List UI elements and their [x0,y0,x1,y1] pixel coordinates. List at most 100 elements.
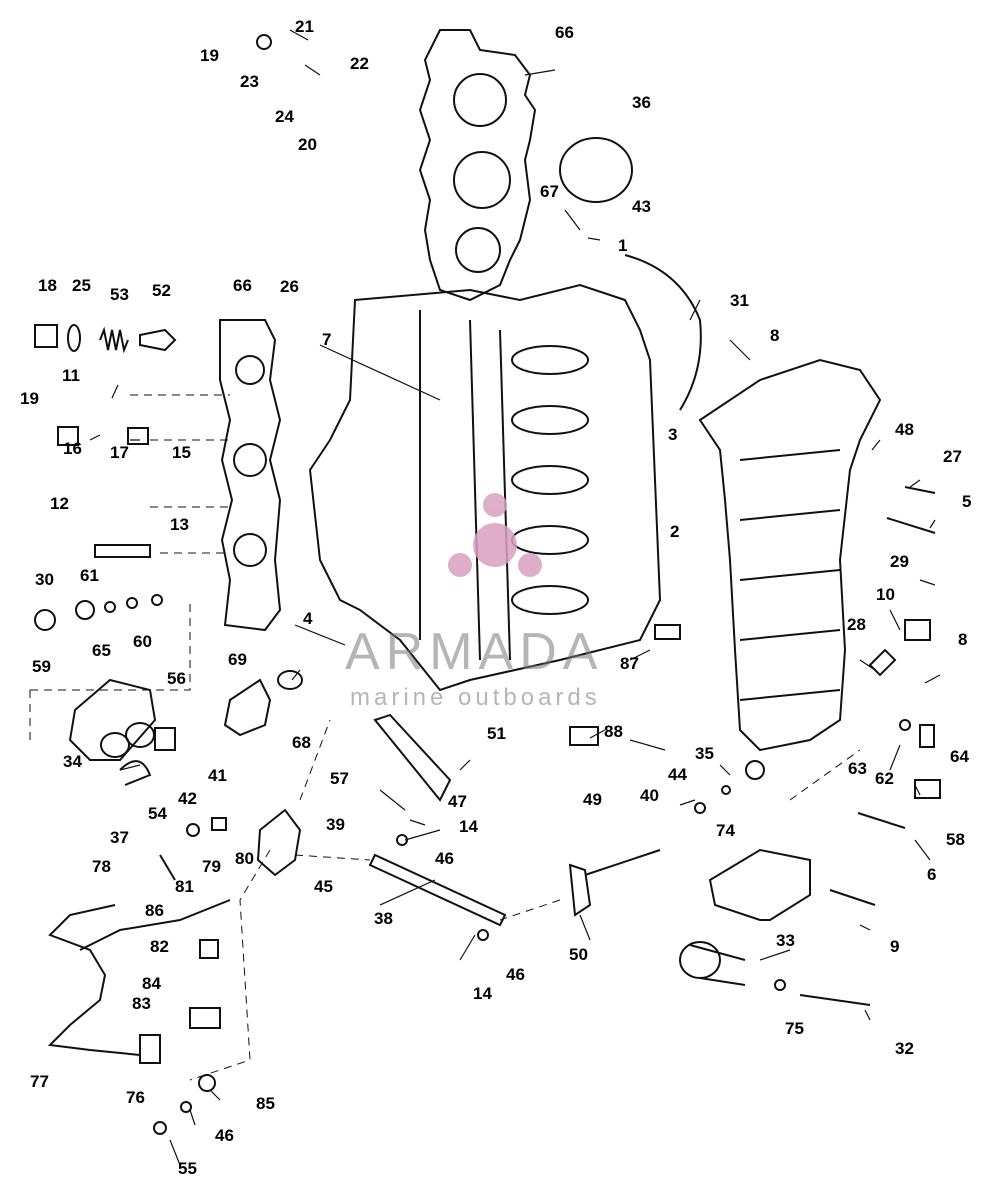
callout-12: 12 [50,494,69,513]
callout-45: 45 [314,877,333,896]
bolt-6 [857,812,906,829]
callout-65: 65 [92,641,111,660]
part-10 [904,619,931,641]
watermark-brand: ARMADA [345,623,604,681]
spring-53 [99,326,129,354]
crankcase-block [308,283,662,692]
callout-76: 76 [126,1088,145,1107]
callout-27: 27 [943,447,962,466]
part-87 [654,624,681,640]
part-62 [919,724,935,748]
callout-84: 84 [142,974,161,993]
callout-5: 5 [962,492,972,511]
callout-59: 59 [32,657,51,676]
bolt-9 [829,889,876,906]
callout-57: 57 [330,769,349,788]
callout-53: 53 [110,285,129,304]
callout-86: 86 [145,901,164,920]
callout-54: 54 [148,804,167,823]
part-41 [154,727,176,751]
part-52 [139,328,177,352]
part-54 [186,823,200,837]
callout-51: 51 [487,724,506,743]
part-65 [104,601,116,613]
callout-40: 40 [640,786,659,805]
callout-26: 26 [280,277,299,296]
callout-14b: 14 [473,984,492,1003]
callout-21: 21 [295,17,314,36]
part-19a [256,34,272,50]
part-25 [67,324,81,352]
callout-63: 63 [848,759,867,778]
callout-25: 25 [72,276,91,295]
callout-34: 34 [63,752,82,771]
callout-60: 60 [133,632,152,651]
bracket-plate-45 [256,808,302,877]
bolt-5 [886,517,936,534]
callout-17: 17 [110,443,129,462]
part-76 [139,1034,161,1064]
callout-44: 44 [668,765,687,784]
callout-66b: 66 [233,276,252,295]
thermostat-housing [68,678,157,761]
part-58 [914,779,941,799]
callout-29: 29 [890,552,909,571]
part-15 [127,427,149,445]
grommet-68 [223,678,272,737]
callout-13: 13 [170,515,189,534]
part-18 [34,324,58,348]
callout-87: 87 [620,654,639,673]
head-gasket-left [219,319,282,632]
callout-42: 42 [178,789,197,808]
callout-4: 4 [303,609,313,628]
callout-62: 62 [875,769,894,788]
callout-16: 16 [63,439,82,458]
callout-28: 28 [847,615,866,634]
callout-7: 7 [322,330,332,349]
callout-31: 31 [730,291,749,310]
part-46c [180,1101,192,1113]
callout-58: 58 [946,830,965,849]
part-82 [199,939,219,959]
bracket-74 [708,848,811,921]
part-63 [899,719,911,731]
bolt-27 [904,486,936,494]
callout-80: 80 [235,849,254,868]
callout-22: 22 [350,54,369,73]
callout-15: 15 [172,443,191,462]
callout-14a: 14 [459,817,478,836]
lever-51 [373,713,452,802]
bolt-32 [799,994,871,1006]
clamp-34 [119,760,152,786]
pin-37 [159,854,176,881]
part-85 [198,1074,216,1092]
part-19b [57,426,79,446]
callout-66a: 66 [555,23,574,42]
callout-37: 37 [110,828,129,847]
callout-83: 83 [132,994,151,1013]
callout-79: 79 [202,857,221,876]
callout-64: 64 [950,747,969,766]
part-28 [868,648,897,677]
part-44 [721,785,731,795]
callout-69: 69 [228,650,247,669]
callout-38: 38 [374,909,393,928]
callout-50: 50 [569,945,588,964]
callout-61: 61 [80,566,99,585]
callout-9: 9 [890,937,900,956]
callout-41: 41 [208,766,227,785]
callout-43: 43 [632,197,651,216]
part-55 [153,1121,167,1135]
callout-35: 35 [695,744,714,763]
callout-56: 56 [167,669,186,688]
callout-23: 23 [240,72,259,91]
watermark-logo [448,493,542,577]
callout-3: 3 [668,425,678,444]
callout-10: 10 [876,585,895,604]
washer-69 [277,670,303,690]
callout-49: 49 [583,790,602,809]
callout-75: 75 [785,1019,804,1038]
callout-19a: 19 [200,46,219,65]
callout-8b: 8 [958,630,968,649]
